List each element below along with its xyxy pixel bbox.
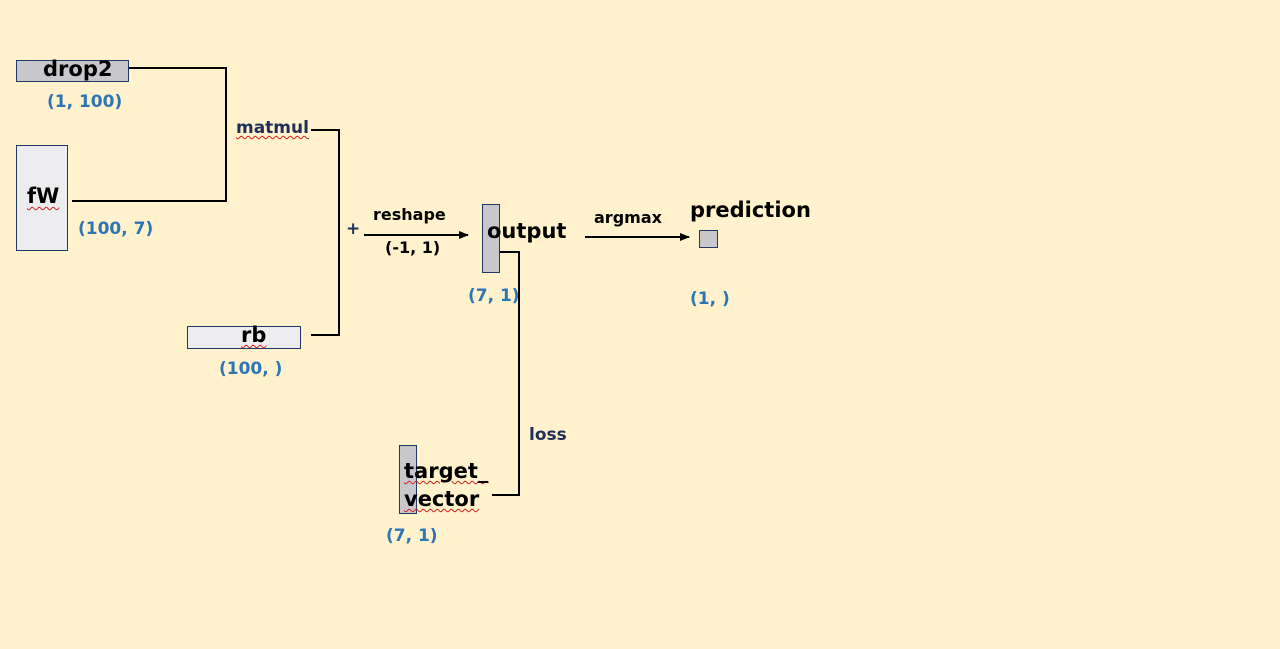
drop2-box bbox=[16, 60, 129, 82]
rb-box bbox=[187, 326, 301, 349]
rb-label: rb bbox=[241, 323, 267, 347]
loss-label: loss bbox=[529, 425, 567, 445]
output-label: output bbox=[487, 219, 567, 243]
matmul-label: matmul bbox=[236, 118, 309, 138]
drop2-to-matmul-line bbox=[72, 67, 227, 202]
drop2-label: drop2 bbox=[43, 57, 113, 81]
fw-label: fW bbox=[27, 184, 60, 208]
prediction-label: prediction bbox=[690, 198, 811, 222]
target-vector-label-line2: vector bbox=[404, 487, 480, 511]
loss-line bbox=[492, 251, 520, 496]
matmul-to-plus-line bbox=[311, 129, 340, 336]
plus-label: + bbox=[346, 219, 361, 239]
output-box bbox=[482, 204, 500, 273]
reshape-label: reshape bbox=[373, 205, 446, 224]
drop2-shape: (1, 100) bbox=[47, 92, 123, 112]
argmax-label: argmax bbox=[594, 208, 662, 227]
prediction-box bbox=[699, 230, 718, 248]
target-vector-box bbox=[399, 445, 417, 514]
target-vector-label-line1: target_ bbox=[404, 459, 489, 483]
fw-shape: (100, 7) bbox=[78, 219, 154, 239]
rb-shape: (100, ) bbox=[219, 359, 283, 379]
target-vector-shape: (7, 1) bbox=[386, 526, 438, 546]
reshape-args: (-1, 1) bbox=[385, 238, 441, 257]
fw-box bbox=[16, 145, 68, 251]
prediction-shape: (1, ) bbox=[690, 289, 730, 309]
output-shape: (7, 1) bbox=[468, 286, 520, 306]
